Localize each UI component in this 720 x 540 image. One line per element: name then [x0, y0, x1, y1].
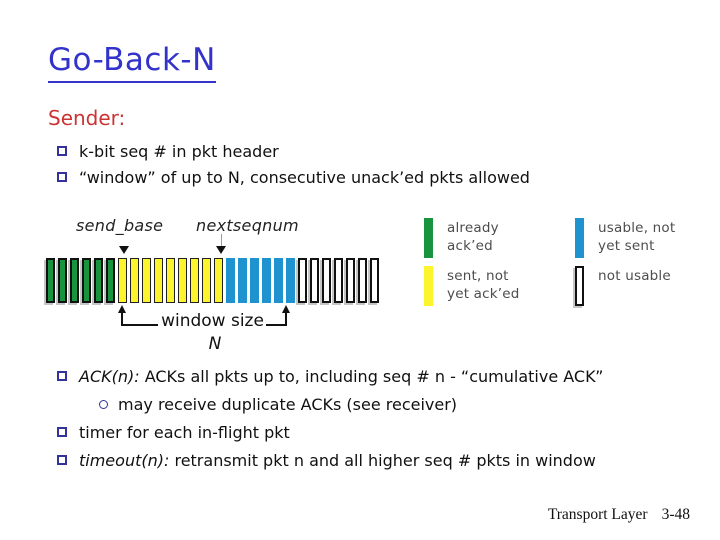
bullet-rest: retransmit pkt n and all higher seq # pk… — [169, 451, 596, 470]
packet-bar-acked — [106, 258, 115, 303]
bullet-rest: ACKs all pkts up to, including seq # n -… — [139, 367, 604, 386]
legend-item-already-acked: already ack’ed — [424, 218, 499, 258]
packet-bar-acked — [58, 258, 67, 303]
packet-bar-usable — [274, 258, 283, 303]
footer-course-label: Transport Layer — [547, 506, 648, 523]
legend-line: usable, not — [598, 220, 676, 236]
bullet-timeout-n: timeout(n): retransmit pkt n and all hig… — [57, 451, 603, 471]
legend-swatch-yellow — [424, 266, 433, 306]
packet-bar-acked — [46, 258, 55, 303]
bullet-text: ACK(n): ACKs all pkts up to, including s… — [79, 367, 603, 387]
gbn-window-diagram: send_base nextseqnum window size N alrea… — [0, 212, 720, 364]
window-right-arrow-icon — [281, 305, 290, 313]
legend-line: not usable — [598, 268, 671, 284]
legend-line: yet sent — [598, 237, 655, 254]
packet-bars-row — [46, 258, 379, 303]
packet-bar-sent-unacked — [190, 258, 199, 303]
packet-bar-acked — [82, 258, 91, 303]
legend-item-sent-unacked: sent, not yet ack’ed — [424, 266, 520, 306]
packet-bar-usable — [262, 258, 271, 303]
window-bracket-left — [121, 312, 158, 326]
legend-label: usable, not yet sent — [598, 218, 675, 255]
legend-swatch-blue — [575, 218, 584, 258]
legend-label: not usable — [598, 266, 671, 286]
packet-bar-not-usable — [322, 258, 331, 303]
packet-bar-usable — [286, 258, 295, 303]
legend-item-not-usable: not usable — [575, 266, 671, 306]
legend-swatch-green — [424, 218, 433, 258]
bullet-text: “window” of up to N, consecutive unack’e… — [79, 168, 530, 187]
section-heading-sender: Sender: — [48, 106, 126, 130]
square-bullet-icon — [57, 371, 67, 381]
packet-bar-not-usable — [346, 258, 355, 303]
packet-bar-not-usable — [370, 258, 379, 303]
legend-line: ack’ed — [447, 237, 493, 254]
bullet-italic-prefix: ACK(n): — [79, 367, 140, 386]
packet-bar-not-usable — [298, 258, 307, 303]
packet-bar-acked — [94, 258, 103, 303]
square-bullet-icon — [57, 427, 67, 437]
packet-bar-sent-unacked — [130, 258, 139, 303]
bullet-text: may receive duplicate ACKs (see receiver… — [118, 395, 458, 414]
square-bullet-icon — [57, 172, 67, 182]
packet-bar-usable — [238, 258, 247, 303]
packet-bar-sent-unacked — [202, 258, 211, 303]
bullet-window: “window” of up to N, consecutive unack’e… — [57, 168, 530, 188]
legend-swatch-white — [575, 266, 584, 306]
window-n-label: N — [208, 334, 222, 354]
send-base-arrow-icon — [119, 246, 129, 254]
send-base-label: send_base — [76, 216, 164, 235]
bullet-list-top: k-bit seq # in pkt header “window” of up… — [57, 142, 530, 194]
bullet-ack-n: ACK(n): ACKs all pkts up to, including s… — [57, 367, 603, 387]
packet-bar-sent-unacked — [214, 258, 223, 303]
legend-line: sent, not — [447, 268, 509, 284]
bullet-text: timeout(n): retransmit pkt n and all hig… — [79, 451, 596, 471]
bullet-text: k-bit seq # in pkt header — [79, 142, 279, 161]
bullet-kbit-seq: k-bit seq # in pkt header — [57, 142, 530, 162]
bullet-italic-prefix: timeout(n): — [79, 451, 170, 470]
bullet-list-bottom: ACK(n): ACKs all pkts up to, including s… — [57, 367, 603, 479]
packet-bar-acked — [70, 258, 79, 303]
packet-bar-sent-unacked — [118, 258, 127, 303]
packet-bar-sent-unacked — [166, 258, 175, 303]
nextseqnum-label: nextseqnum — [196, 216, 299, 235]
circle-bullet-icon — [99, 400, 108, 409]
legend-line: already — [447, 220, 499, 236]
legend-label: already ack’ed — [447, 218, 499, 255]
slide-footer: Transport Layer 3-48 — [548, 506, 690, 524]
packet-bar-sent-unacked — [178, 258, 187, 303]
bullet-timer: timer for each in-flight pkt — [57, 423, 603, 443]
slide-title: Go-Back-N — [48, 42, 216, 83]
footer-page-number: 3-48 — [661, 506, 690, 523]
bullet-text: timer for each in-flight pkt — [79, 423, 290, 442]
packet-bar-not-usable — [310, 258, 319, 303]
window-bracket-right — [266, 312, 287, 326]
square-bullet-icon — [57, 455, 67, 465]
nextseqnum-arrow-icon — [216, 246, 226, 254]
legend-label: sent, not yet ack’ed — [447, 266, 520, 303]
packet-bar-usable — [250, 258, 259, 303]
window-left-arrow-icon — [117, 305, 126, 313]
square-bullet-icon — [57, 146, 67, 156]
packet-bar-not-usable — [334, 258, 343, 303]
legend-line: yet ack’ed — [447, 285, 520, 302]
packet-bar-not-usable — [358, 258, 367, 303]
packet-bar-sent-unacked — [154, 258, 163, 303]
packet-bar-sent-unacked — [142, 258, 151, 303]
legend-item-usable: usable, not yet sent — [575, 218, 675, 258]
nextseqnum-pointer-line — [221, 234, 222, 247]
packet-bar-usable — [226, 258, 235, 303]
subbullet-duplicate-acks: may receive duplicate ACKs (see receiver… — [99, 395, 603, 415]
window-size-label: window size — [161, 311, 264, 331]
